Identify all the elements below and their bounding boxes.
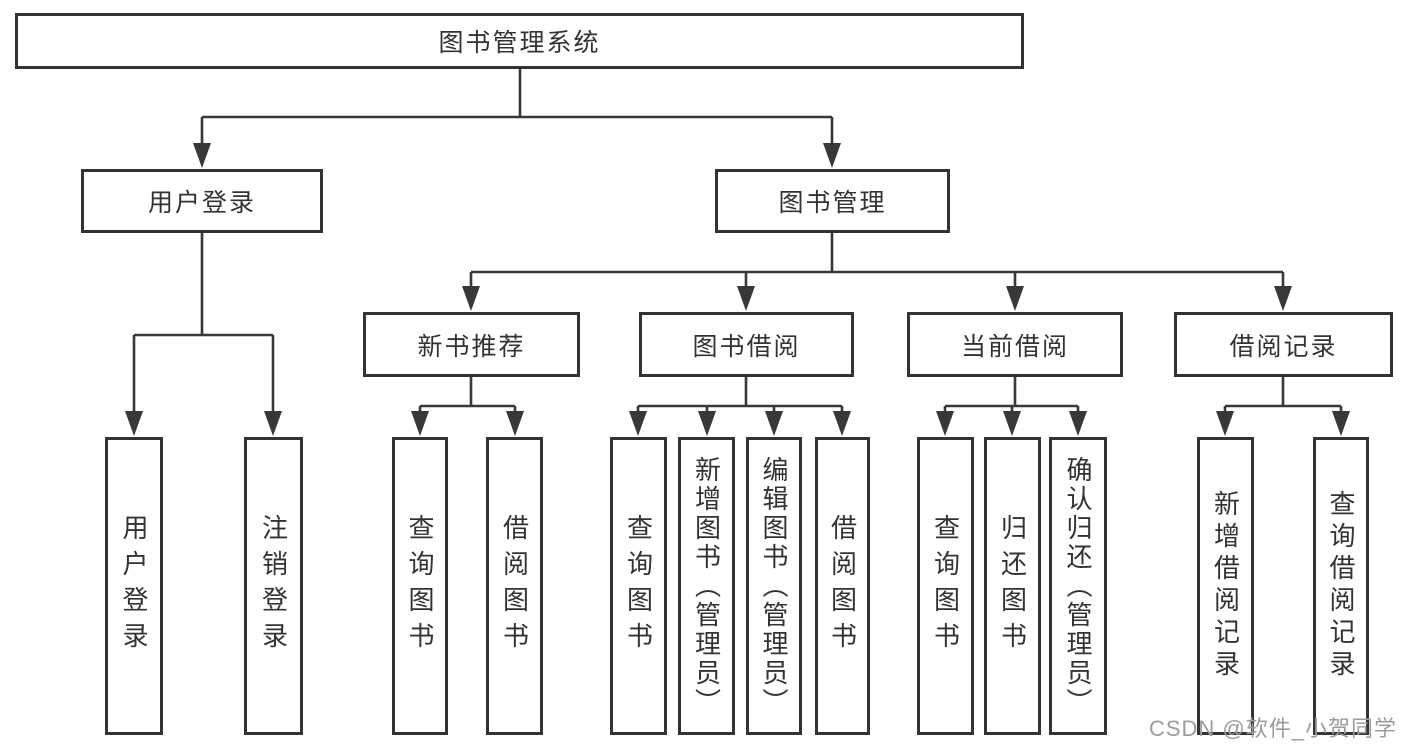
node-br-add-record: 新增借阅记录	[1197, 437, 1254, 735]
connector-book-management-to-children	[469, 233, 1285, 289]
arrowhead	[737, 286, 755, 311]
node-cb-query-books: 查询图书	[917, 437, 974, 735]
arrowhead	[411, 411, 429, 436]
node-label: 查询图书	[930, 514, 961, 658]
node-user-login-action: 用户登录	[105, 437, 163, 735]
node-label: 新增借阅记录	[1210, 490, 1241, 682]
node-label: 当前借阅	[960, 332, 1069, 361]
connector-book-borrowing-to-children	[636, 377, 844, 414]
node-new-book-recommendation: 新书推荐	[363, 312, 580, 377]
node-library-management-system: 图书管理系统	[15, 13, 1024, 69]
node-label: 用户登录	[119, 514, 149, 658]
node-logout: 注销登录	[244, 437, 303, 735]
arrowhead	[193, 143, 211, 168]
node-nbr-borrow-books: 借阅图书	[486, 437, 543, 735]
arrowhead	[1006, 286, 1024, 311]
node-label: 借阅图书	[827, 514, 858, 658]
node-label: 用户登录	[147, 189, 256, 217]
node-label: 归还图书	[997, 514, 1028, 658]
node-cb-return-books: 归还图书	[984, 437, 1041, 735]
node-cb-confirm-return-admin: 确认归还（管理员）	[1049, 437, 1107, 735]
arrowhead	[629, 411, 647, 436]
csdn-watermark: CSDN @软件_小贺同学	[1148, 716, 1397, 741]
node-user-login: 用户登录	[81, 169, 323, 233]
arrowhead	[264, 411, 282, 436]
node-label: 借阅记录	[1229, 332, 1338, 361]
arrowhead	[1332, 411, 1350, 436]
arrowhead	[936, 411, 954, 436]
arrowhead	[1216, 411, 1234, 436]
node-current-borrowing: 当前借阅	[907, 312, 1123, 377]
node-bb-add-books-admin: 新增图书（管理员）	[678, 437, 735, 735]
node-label: 借阅图书	[499, 514, 530, 658]
node-nbr-query-books: 查询图书	[392, 437, 448, 735]
arrowhead	[1274, 286, 1292, 311]
node-bb-borrow-books: 借阅图书	[815, 437, 870, 735]
node-bb-edit-books-admin: 编辑图书（管理员）	[746, 437, 802, 735]
node-label: 注销登录	[258, 514, 289, 658]
node-label: 图书管理	[778, 189, 887, 217]
arrowheads	[125, 143, 1350, 436]
node-label: 查询图书	[623, 514, 654, 658]
node-label: 新书推荐	[417, 332, 526, 361]
arrowhead	[506, 411, 524, 436]
node-br-query-record: 查询借阅记录	[1313, 437, 1369, 735]
node-label: 查询借阅记录	[1326, 490, 1356, 682]
arrowhead	[1069, 411, 1087, 436]
connector-root-to-level2	[200, 69, 834, 146]
node-book-management: 图书管理	[715, 169, 950, 233]
node-borrowing-records: 借阅记录	[1174, 312, 1393, 377]
arrowhead	[765, 411, 783, 436]
node-label: 确认归还（管理员）	[1063, 455, 1093, 717]
connector-user-login-to-children	[132, 233, 275, 414]
connector-borrowing-records-to-children	[1223, 377, 1343, 414]
arrowhead	[698, 411, 716, 436]
arrowhead	[833, 411, 851, 436]
node-book-borrowing: 图书借阅	[639, 312, 854, 377]
connector-current-borrowing-to-children	[943, 377, 1080, 414]
connector-new-book-recommendation-to-children	[418, 377, 517, 414]
node-label: 图书借阅	[692, 332, 801, 361]
node-label: 查询图书	[405, 514, 435, 658]
arrowhead	[823, 143, 841, 168]
node-bb-query-books: 查询图书	[610, 437, 667, 735]
arrowhead	[125, 411, 143, 436]
node-label: 图书管理系统	[438, 29, 601, 57]
arrowhead	[1003, 411, 1021, 436]
arrowhead	[462, 286, 480, 311]
node-label: 新增图书（管理员）	[691, 455, 722, 717]
node-label: 编辑图书（管理员）	[759, 455, 789, 717]
